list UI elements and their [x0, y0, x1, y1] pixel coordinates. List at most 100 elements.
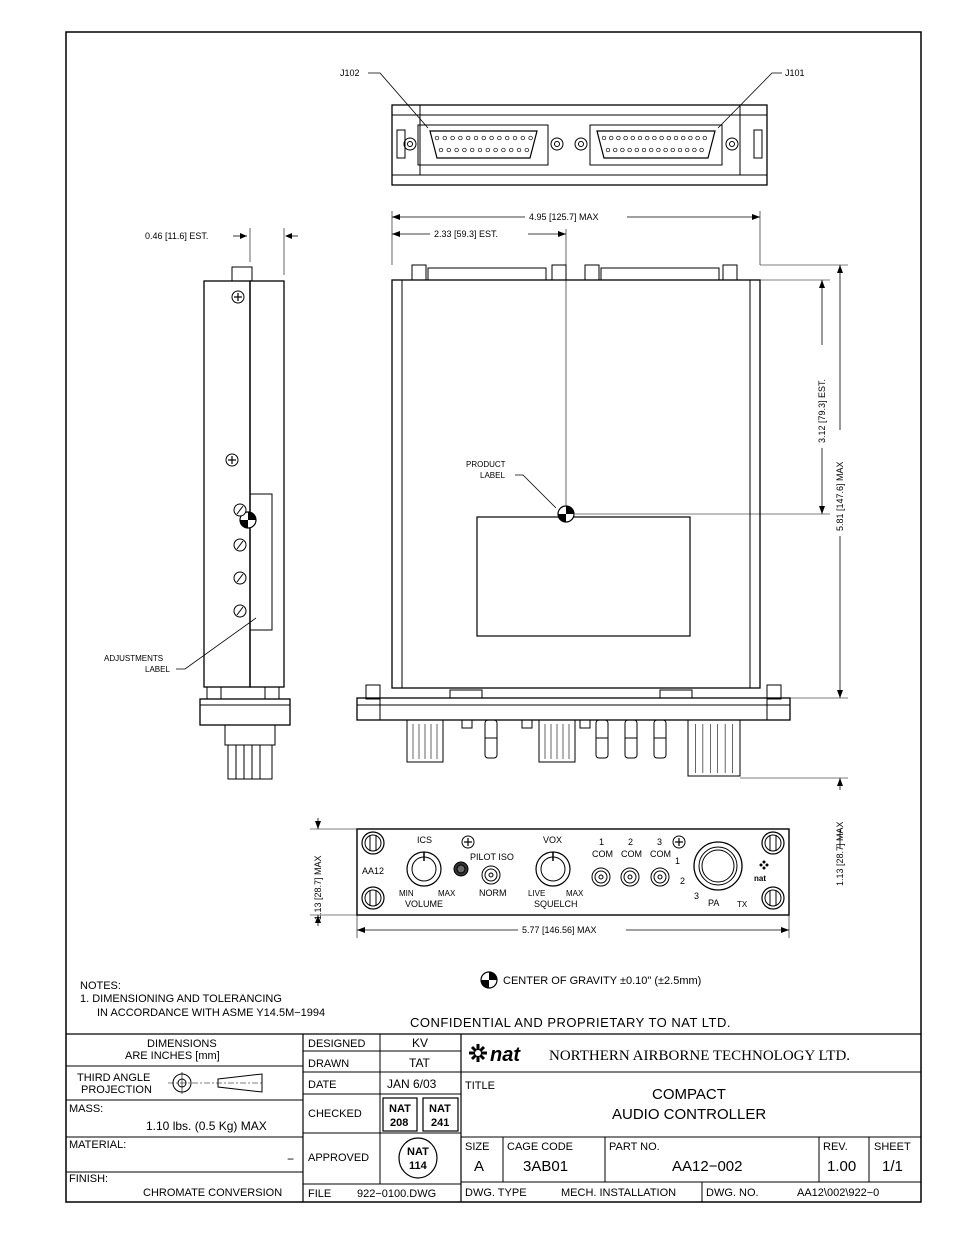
- side-view: 0.46 [11.6] EST. ADJUSTMENTS LABEL: [104, 228, 298, 780]
- dwg-type-label: DWG. TYPE: [465, 1187, 527, 1199]
- top-view: 4.95 [125.7] MAX 2.33 [59.3] EST. PRODUC…: [356, 211, 848, 886]
- squelch-label: SQUELCH: [534, 899, 578, 909]
- cage-code-value: 3AB01: [523, 1158, 568, 1175]
- nat-star-logo-icon: [469, 1044, 487, 1062]
- right-panel-height-dim: 1.13 [28.7] MAX: [835, 821, 845, 886]
- max2-label: MAX: [566, 889, 584, 898]
- cage-code-label: CAGE CODE: [507, 1141, 573, 1153]
- rev-value: 1.00: [827, 1158, 856, 1175]
- sheet-label: SHEET: [874, 1141, 911, 1153]
- size-label: SIZE: [465, 1141, 489, 1153]
- checked-stamp1-l1: NAT: [389, 1103, 411, 1115]
- material-label: MATERIAL:: [69, 1139, 126, 1151]
- part-no-value: AA12−002: [672, 1158, 742, 1175]
- approved-label: APPROVED: [308, 1152, 369, 1164]
- rotary-1-label: 1: [675, 856, 680, 866]
- title-label: TITLE: [465, 1080, 495, 1092]
- model-label: AA12: [362, 866, 384, 876]
- rotary-2-label: 2: [680, 876, 685, 886]
- third-angle-projection-icon: [168, 1072, 263, 1094]
- title-line1: COMPACT: [652, 1086, 726, 1103]
- overall-width-dim: 4.95 [125.7] MAX: [529, 212, 599, 222]
- notes-line2: IN ACCORDANCE WITH ASME Y14.5M−1994: [97, 1007, 325, 1019]
- min-label: MIN: [399, 889, 414, 898]
- com1-number: 1: [599, 837, 604, 847]
- dwg-no-label: DWG. NO.: [706, 1187, 759, 1199]
- file-value: 922−0100.DWG: [357, 1188, 436, 1200]
- front-height-dim: 1.13 [28.7] MAX: [313, 855, 323, 920]
- rev-label: REV.: [823, 1141, 848, 1153]
- checked-stamp1-l2: 208: [390, 1117, 408, 1129]
- title-block: DIMENSIONS ARE INCHES [mm] THIRD ANGLE P…: [66, 1033, 921, 1202]
- front-width-dim: 5.77 [146.56] MAX: [522, 925, 597, 935]
- j102-label: J102: [340, 68, 360, 78]
- approved-stamp-l2: 114: [409, 1160, 428, 1172]
- dwg-no-value: AA12\002\922−0: [797, 1187, 879, 1199]
- dimensions-l2: ARE INCHES [mm]: [125, 1050, 220, 1062]
- title-line2: AUDIO CONTROLLER: [612, 1106, 766, 1123]
- designed-label: DESIGNED: [308, 1038, 366, 1050]
- pilot-iso-label: PILOT ISO: [470, 852, 514, 862]
- com3-label: COM: [650, 849, 671, 859]
- adjustments-label-l1: ADJUSTMENTS: [104, 654, 163, 663]
- dwg-type-value: MECH. INSTALLATION: [561, 1187, 676, 1199]
- notes-line1: 1. DIMENSIONING AND TOLERANCING: [80, 993, 282, 1005]
- notes-heading: NOTES:: [80, 980, 121, 992]
- nat-star-logo-icon: [759, 860, 769, 870]
- date-label: DATE: [308, 1079, 337, 1091]
- projection-l2: PROJECTION: [81, 1084, 152, 1096]
- part-no-label: PART NO.: [609, 1141, 660, 1153]
- cg-x-dim: 2.33 [59.3] EST.: [434, 229, 498, 239]
- material-value: −: [287, 1152, 294, 1166]
- rotary-3-label: 3: [694, 891, 699, 901]
- file-label: FILE: [308, 1188, 331, 1200]
- norm-label: NORM: [479, 888, 507, 898]
- checked-stamp-2: [422, 1097, 459, 1132]
- com2-number: 2: [628, 837, 633, 847]
- approved-stamp-l1: NAT: [407, 1146, 429, 1158]
- rear-view: J102 J101: [340, 68, 805, 186]
- drawn-label: DRAWN: [308, 1058, 349, 1070]
- dimensions-l1: DIMENSIONS: [147, 1038, 217, 1050]
- front-panel-view: 1.13 [28.7] MAX AA12 ICS MIN MAX VOLUME …: [310, 818, 790, 938]
- product-label-l2: LABEL: [480, 471, 505, 480]
- projection-l1: THIRD ANGLE: [77, 1072, 150, 1084]
- mass-value: 1.10 lbs. (0.5 Kg) MAX: [146, 1119, 267, 1133]
- finish-label: FINISH:: [69, 1173, 108, 1185]
- com2-label: COM: [621, 849, 642, 859]
- product-label-area: [476, 516, 691, 637]
- com3-number: 3: [657, 837, 662, 847]
- checked-label: CHECKED: [308, 1108, 362, 1120]
- sheet-border: [65, 31, 922, 1203]
- checked-stamp-1: [382, 1097, 418, 1132]
- sheet-value: 1/1: [882, 1158, 903, 1175]
- company-name: NORTHERN AIRBORNE TECHNOLOGY LTD.: [549, 1048, 850, 1064]
- size-value: A: [474, 1158, 484, 1175]
- volume-label: VOLUME: [405, 899, 443, 909]
- date-value: JAN 6/03: [387, 1077, 437, 1091]
- drawn-value: TAT: [409, 1056, 431, 1070]
- overall-length-dim: 5.81 [147.6] MAX: [835, 461, 845, 531]
- live-label: LIVE: [528, 889, 545, 898]
- j101-label: J101: [785, 68, 805, 78]
- vox-label: VOX: [543, 835, 562, 845]
- confidential-banner: CONFIDENTIAL AND PROPRIETARY TO NAT LTD.: [410, 1015, 731, 1030]
- mass-label: MASS:: [69, 1103, 103, 1115]
- designed-value: KV: [412, 1036, 428, 1050]
- cg-y-dim: 3.12 [79.3] EST.: [817, 379, 827, 443]
- adjustments-label-l2: LABEL: [145, 665, 170, 674]
- company-logo: nat: [490, 1044, 521, 1066]
- checked-stamp2-l1: NAT: [429, 1103, 451, 1115]
- max-label: MAX: [438, 889, 456, 898]
- center-of-gravity-icon: [480, 971, 498, 989]
- side-depth-dim: 0.46 [11.6] EST.: [145, 231, 208, 241]
- pa-label: PA: [708, 898, 719, 908]
- approved-stamp: [398, 1137, 438, 1179]
- cg-note: CENTER OF GRAVITY ±0.10" (±2.5mm): [503, 975, 701, 987]
- com1-label: COM: [592, 849, 613, 859]
- tx-label: TX: [737, 900, 748, 909]
- product-label-l1: PRODUCT: [466, 460, 506, 469]
- finish-value: CHROMATE CONVERSION: [143, 1187, 282, 1199]
- checked-stamp2-l2: 241: [431, 1117, 449, 1129]
